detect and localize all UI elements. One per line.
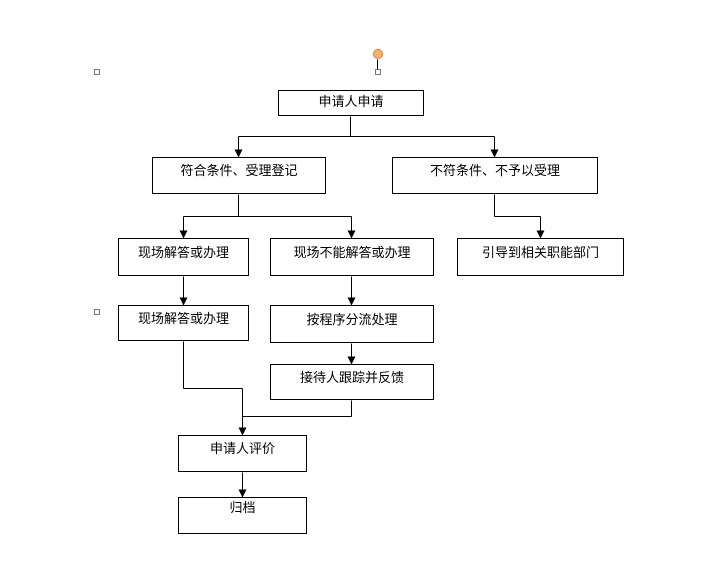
node-cannot-answer-on-site[interactable]: 现场不能解答或办理: [270, 238, 434, 276]
selection-handle-top[interactable]: [375, 69, 381, 75]
connector-reject-to-guide-arrowhead: [536, 230, 545, 239]
selection-handle-left[interactable]: [94, 69, 100, 75]
connector-to-reject-arrowhead: [490, 149, 499, 158]
rotation-handle[interactable]: [373, 49, 383, 59]
connector-to-accept-arrowhead: [234, 149, 243, 158]
connector-process-to-track-arrowhead: [347, 356, 356, 365]
node-answer-on-site[interactable]: 现场解答或办理: [118, 238, 249, 276]
node-accept[interactable]: 符合条件、受理登记: [152, 157, 326, 194]
connector-evaluation-to-archive-arrowhead: [238, 489, 247, 498]
node-track-and-feedback[interactable]: 接待人跟踪并反馈: [270, 364, 434, 400]
connector-answer-to-answer2-arrowhead: [179, 297, 188, 306]
node-reject[interactable]: 不符条件、不予以受理: [392, 157, 598, 194]
node-apply[interactable]: 申请人申请: [278, 90, 424, 116]
node-process-by-procedure[interactable]: 按程序分流处理: [270, 305, 434, 343]
node-answer-on-site-2[interactable]: 现场解答或办理: [118, 305, 249, 341]
selection-handle-mid-left[interactable]: [94, 309, 100, 315]
connector-to-answer-on-site-arrowhead: [179, 230, 188, 239]
node-guide-to-department[interactable]: 引导到相关职能部门: [457, 238, 624, 276]
node-applicant-evaluation[interactable]: 申请人评价: [178, 435, 307, 472]
connector-to-cannot-answer-arrowhead: [347, 230, 356, 239]
node-archive[interactable]: 归档: [178, 497, 307, 534]
connector-cannot-to-process-arrowhead: [347, 297, 356, 306]
connector-answer2-to-merge-arrowhead: [238, 427, 247, 436]
